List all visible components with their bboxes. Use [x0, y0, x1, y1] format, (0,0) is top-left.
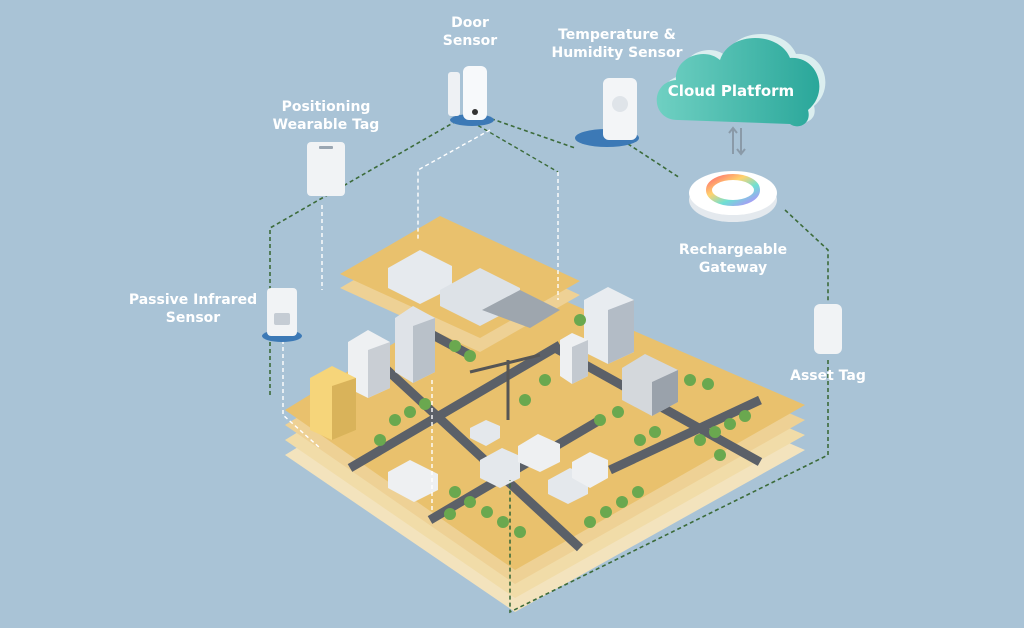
cloud-platform-label: Cloud Platform: [667, 82, 795, 100]
wearable-tag-icon: [307, 142, 345, 196]
sync-arrows-icon: [728, 126, 746, 156]
gateway-device-icon: [689, 171, 777, 222]
asset-tag-label: Asset Tag: [790, 368, 866, 384]
connection-lines: [269, 111, 829, 614]
door-sensor-icon: [448, 66, 494, 126]
temperature-humidity-sensor-icon: [575, 78, 639, 147]
asset-tag-icon: [814, 304, 842, 354]
cloud-icon: [656, 34, 826, 127]
pir-sensor-icon: [262, 288, 302, 342]
buildings: [310, 250, 678, 504]
temperature-humidity-label: Temperature &Humidity Sensor: [551, 27, 683, 61]
trees: [374, 314, 751, 538]
